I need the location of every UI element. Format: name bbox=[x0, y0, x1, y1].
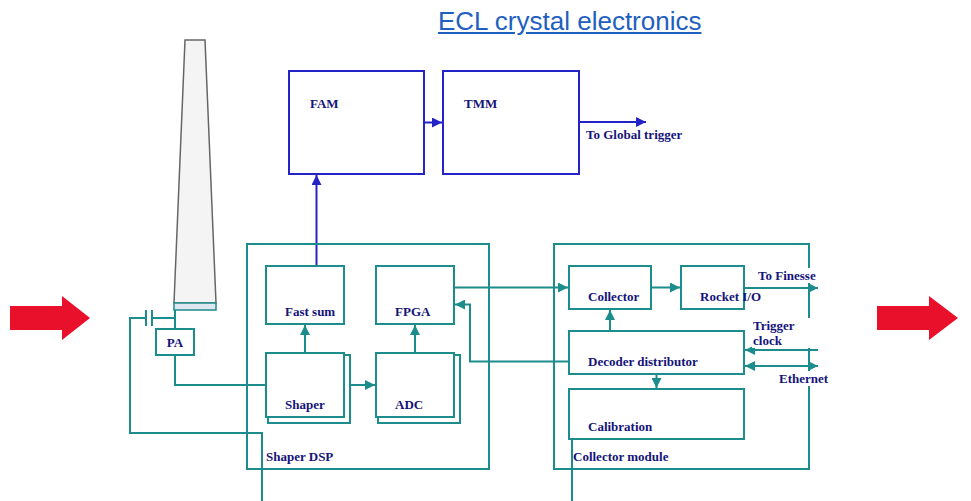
node-label: Fast sum bbox=[285, 304, 335, 319]
signal-connector bbox=[656, 375, 658, 388]
signal-arrow bbox=[745, 287, 818, 289]
signal-connector bbox=[609, 310, 611, 330]
signal-connector bbox=[652, 287, 680, 289]
node-label: PA bbox=[167, 335, 183, 350]
process-box: ADC bbox=[375, 352, 455, 418]
signal-connector bbox=[414, 325, 416, 352]
signal-arrow bbox=[745, 365, 818, 367]
signal-connector bbox=[345, 384, 375, 386]
amplifier-box: PA bbox=[155, 328, 195, 356]
signal-arrow bbox=[580, 121, 646, 123]
node-label: TMM bbox=[464, 96, 497, 111]
wire bbox=[152, 317, 175, 319]
signal-label: Trigger clock bbox=[752, 318, 810, 348]
capacitor-plate bbox=[151, 310, 153, 326]
node-label: Calibration bbox=[588, 419, 652, 434]
node-label: Decoder distributor bbox=[588, 354, 698, 369]
photodiode bbox=[174, 303, 216, 310]
process-box: FPGA bbox=[375, 265, 455, 325]
signal-label: To Global trigger bbox=[585, 127, 683, 142]
module-group: Shaper DSP Fast sum FPGA Shaper ADC bbox=[246, 243, 490, 470]
crystal bbox=[174, 40, 216, 303]
node-label: Shaper DSP bbox=[266, 449, 333, 464]
calibration-wire bbox=[571, 440, 573, 501]
signal-arrow bbox=[745, 349, 818, 351]
calibration-wire bbox=[130, 318, 262, 501]
process-box: Rocket I/O bbox=[680, 265, 745, 310]
signal-label: Ethernet bbox=[778, 371, 829, 386]
signal-connector bbox=[175, 356, 265, 385]
process-box: Collector bbox=[568, 265, 652, 310]
signal-connector bbox=[316, 175, 318, 265]
node-label: Collector module bbox=[573, 449, 668, 464]
signal-connector bbox=[304, 325, 306, 352]
node-label: ADC bbox=[395, 397, 423, 412]
signal-connector bbox=[455, 287, 568, 289]
process-box: Decoder distributor bbox=[568, 330, 745, 375]
node-label: FAM bbox=[310, 96, 339, 111]
fam-box: FAM bbox=[288, 70, 425, 175]
node-label: Rocket I/O bbox=[700, 289, 761, 304]
signal-connector bbox=[425, 122, 442, 124]
diagram-title: ECL crystal electronics bbox=[438, 6, 701, 37]
signal-label: To Finesse bbox=[757, 268, 817, 283]
process-box: Shaper bbox=[265, 352, 345, 418]
process-box: Calibration bbox=[568, 388, 745, 440]
signal-connector bbox=[455, 305, 568, 362]
beam-arrow bbox=[10, 296, 90, 340]
node-label: Shaper bbox=[285, 397, 325, 412]
node-label: FPGA bbox=[395, 304, 430, 319]
node-label: Collector bbox=[588, 289, 639, 304]
tmm-box: TMM bbox=[442, 70, 580, 175]
process-box: Fast sum bbox=[265, 265, 345, 325]
output-arrow bbox=[877, 296, 958, 340]
